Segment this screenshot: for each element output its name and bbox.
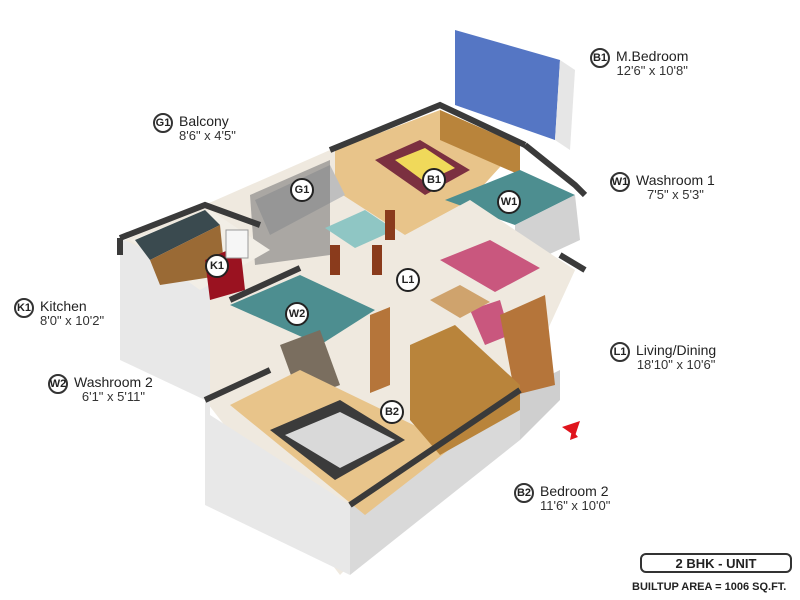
room-dim-w2: 6'1" x 5'11" — [81, 389, 145, 405]
label-l1: L1 Living/Dining 18'10" x 10'6" — [610, 342, 716, 373]
marker-b1: B1 — [422, 168, 446, 192]
room-dim-k1: 8'0" x 10'2" — [40, 313, 105, 329]
bed-b2-sheet — [285, 412, 395, 468]
sofa-side — [470, 300, 510, 345]
window-frame — [555, 60, 575, 150]
interior-wall — [348, 387, 522, 508]
outer-wall-left — [120, 238, 350, 575]
badge-g1: G1 — [153, 113, 173, 133]
badge-k1: K1 — [14, 298, 34, 318]
label-w2: W2 Washroom 2 6'1" x 5'11" — [48, 374, 153, 405]
interior-wall — [203, 367, 272, 403]
room-dim-w1: 7'5" x 5'3" — [647, 187, 704, 203]
interior-wall — [228, 265, 302, 303]
entry-door — [500, 295, 555, 395]
door-w2 — [370, 307, 390, 393]
dining-chair — [372, 245, 382, 275]
badge-b2: B2 — [514, 483, 534, 503]
room-name-b2: Bedroom 2 — [540, 483, 609, 499]
builtup-area: BUILTUP AREA = 1006 SQ.FT. — [632, 581, 787, 593]
entry-arrow — [562, 421, 580, 436]
label-b1: B1 M.Bedroom 12'6" x 10'8" — [590, 48, 688, 79]
marker-w2: W2 — [285, 302, 309, 326]
dining-chair — [385, 210, 395, 240]
unit-type-box: 2 BHK - UNIT — [640, 553, 792, 573]
dining-table — [325, 210, 395, 248]
badge-w2: W2 — [48, 374, 68, 394]
marker-l1: L1 — [396, 268, 420, 292]
marker-w1: W1 — [497, 190, 521, 214]
marker-g1: G1 — [290, 178, 314, 202]
label-k1: K1 Kitchen 8'0" x 10'2" — [14, 298, 104, 329]
marker-b2: B2 — [380, 400, 404, 424]
interior-wall — [118, 201, 262, 241]
label-g1: G1 Balcony 8'6" x 4'5" — [153, 113, 236, 144]
kitchen-counter — [135, 210, 220, 260]
dining-chair — [330, 245, 340, 275]
room-dim-b1: 12'6" x 10'8" — [616, 63, 688, 79]
room-dim-g1: 8'6" x 4'5" — [179, 128, 236, 144]
room-dim-l1: 18'10" x 10'6" — [636, 357, 716, 373]
badge-b1: B1 — [590, 48, 610, 68]
interior-wall — [523, 142, 588, 198]
marker-k1: K1 — [205, 254, 229, 278]
room-name-b1: M.Bedroom — [616, 48, 689, 64]
room-name-g1: Balcony — [179, 113, 229, 129]
wardrobe-b1 — [440, 110, 520, 175]
room-name-l1: Living/Dining — [636, 342, 717, 358]
outer-wall-front — [350, 390, 520, 575]
label-w1: W1 Washroom 1 7'5" x 5'3" — [610, 172, 715, 203]
wardrobe-b2 — [410, 325, 520, 455]
room-name-w2: Washroom 2 — [74, 374, 153, 390]
sofa-main — [440, 240, 540, 292]
coffee-table — [430, 285, 490, 318]
interior-wall — [558, 252, 587, 273]
sky-glass-panel — [455, 30, 560, 140]
badge-w1: W1 — [610, 172, 630, 192]
washing-machine — [225, 229, 249, 259]
entry-arrow — [570, 430, 578, 440]
interior-wall — [328, 101, 527, 153]
room-name-k1: Kitchen — [40, 298, 87, 314]
label-b2: B2 Bedroom 2 11'6" x 10'0" — [514, 483, 610, 514]
badge-l1: L1 — [610, 342, 630, 362]
room-name-w1: Washroom 1 — [636, 172, 715, 188]
room-dim-b2: 11'6" x 10'0" — [540, 498, 611, 514]
